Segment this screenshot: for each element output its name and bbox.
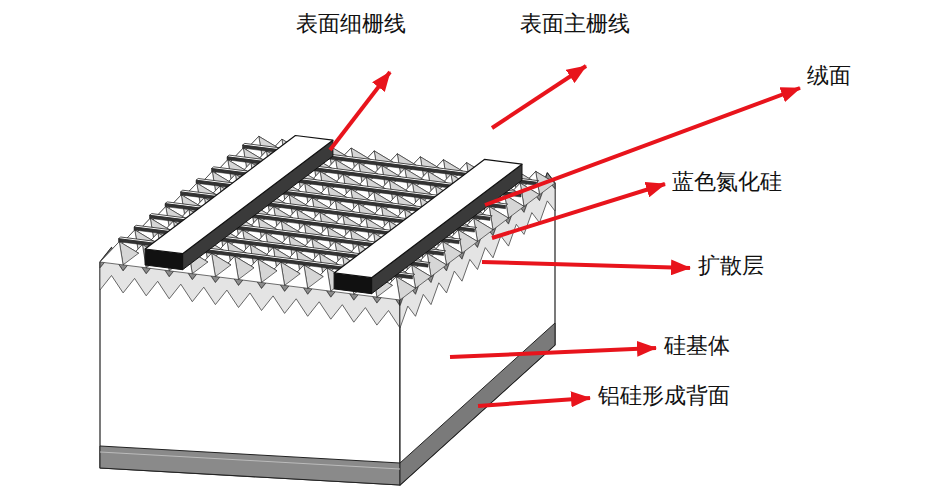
- leader-arrow: [492, 184, 665, 238]
- leader-lines: [330, 66, 800, 406]
- leader-arrow: [330, 72, 390, 150]
- part-label: 扩散层: [698, 252, 764, 280]
- leader-arrow: [478, 398, 590, 406]
- front-face: [100, 248, 400, 486]
- leader-arrow: [482, 262, 690, 268]
- back-line: [100, 452, 400, 469]
- part-label: 蓝色氮化硅: [672, 168, 782, 196]
- leader-arrow: [485, 88, 800, 205]
- aluminium-back: [100, 446, 400, 485]
- part-label: 硅基体: [664, 332, 730, 360]
- pyramid: [100, 242, 123, 265]
- part-label: 绒面: [807, 62, 851, 90]
- part-label: 表面主栅线: [520, 10, 630, 38]
- cell-block: [100, 136, 555, 486]
- busbar-top: [334, 159, 522, 277]
- leader-arrow: [450, 348, 656, 357]
- part-label: 表面细栅线: [296, 10, 406, 38]
- leader-arrow: [492, 66, 586, 128]
- part-label: 铝硅形成背面: [598, 382, 730, 410]
- busbar-top: [145, 136, 333, 254]
